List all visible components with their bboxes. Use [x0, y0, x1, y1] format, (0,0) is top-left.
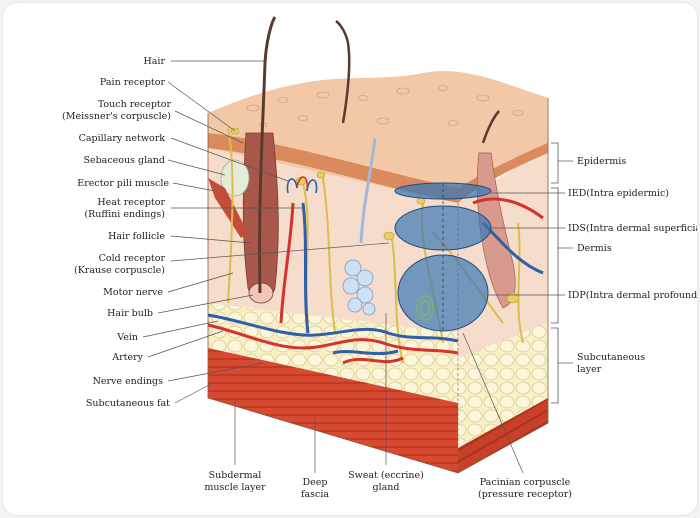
label-nerve-endings: Nerve endings [93, 376, 164, 387]
label-sweat-gland: Sweat (eccrine) [348, 470, 424, 481]
nerve-endings [230, 127, 520, 304]
label-subdermal-muscle-sub: muscle layer [204, 482, 266, 493]
label-subcutaneous-layer: Subcutaneous [577, 352, 645, 363]
label-artery: Artery [111, 352, 143, 363]
label-deep-fascia: Deep [303, 477, 328, 488]
label-pacinian-corpuscle-sub: (pressure receptor) [478, 489, 572, 500]
label-idp: IDP(Intra dermal profound) [568, 290, 697, 301]
label-sebaceous-gland: Sebaceous gland [83, 155, 165, 166]
hair-shaft-2 [335, 20, 351, 124]
label-ied: IED(Intra epidermic) [568, 188, 669, 199]
bottom-leader-lines [234, 313, 524, 474]
label-hair: Hair [143, 56, 165, 67]
muscle-layer-front [208, 348, 458, 473]
label-heat-receptor-sub: (Ruffini endings) [84, 209, 165, 220]
diagram-frame: Hair Pain receptor Touch receptor (Meiss… [3, 3, 697, 515]
label-touch-receptor: Touch receptor [98, 99, 172, 110]
epidermis-texture [246, 85, 524, 128]
right-face-muscle [458, 398, 548, 473]
layer-brackets [551, 142, 559, 404]
label-deep-fascia-sub: fascia [301, 489, 329, 500]
label-motor-nerve: Motor nerve [103, 287, 163, 298]
right-leader-lines [488, 160, 573, 364]
block-outline [207, 98, 549, 474]
skin-cross-section-diagram: Hair Pain receptor Touch receptor (Meiss… [62, 16, 697, 500]
label-erector-pili-muscle: Erector pili muscle [77, 178, 169, 189]
hair-shaft-3 [481, 110, 500, 144]
label-cold-receptor-sub: (Krause corpuscle) [74, 265, 165, 276]
label-subdermal-muscle: Subdermal [209, 470, 262, 481]
hair-shaft [258, 16, 277, 294]
label-subcutaneous-fat: Subcutaneous fat [86, 398, 170, 409]
sweat-gland-coil [342, 259, 376, 316]
left-labels: Hair Pain receptor Touch receptor (Meiss… [62, 56, 171, 409]
sweat-gland-duct [359, 137, 377, 244]
label-heat-receptor: Heat receptor [97, 197, 165, 208]
label-epidermis: Epidermis [577, 156, 626, 167]
label-pacinian-corpuscle: Pacinian corpuscle [480, 477, 571, 488]
label-cold-receptor: Cold receptor [99, 253, 166, 264]
label-sweat-gland-sub: gland [373, 482, 400, 493]
label-hair-follicle: Hair follicle [108, 231, 165, 242]
left-leader-lines [142, 60, 390, 404]
right-labels: Epidermis IED(Intra epidermic) IDS(Intra… [568, 156, 697, 375]
label-vein: Vein [116, 332, 138, 343]
right-face-fat [458, 323, 548, 448]
pacinian-corpuscle [416, 295, 434, 321]
label-touch-receptor-sub: (Meissner's corpuscle) [62, 111, 171, 122]
epidermis-top-surface [208, 71, 548, 203]
bottom-labels: Subdermal muscle layer Deep fascia Sweat… [204, 470, 572, 500]
label-capillary-network: Capillary network [79, 133, 166, 144]
label-subcutaneous-layer-sub: layer [577, 364, 602, 375]
arteries [207, 197, 544, 365]
capillary-loops [286, 176, 318, 194]
label-pain-receptor: Pain receptor [100, 77, 166, 88]
label-dermis: Dermis [577, 243, 612, 254]
sebaceous-gland [220, 159, 250, 197]
label-hair-bulb: Hair bulb [107, 308, 153, 319]
label-ids: IDS(Intra dermal superficial) [568, 223, 697, 234]
